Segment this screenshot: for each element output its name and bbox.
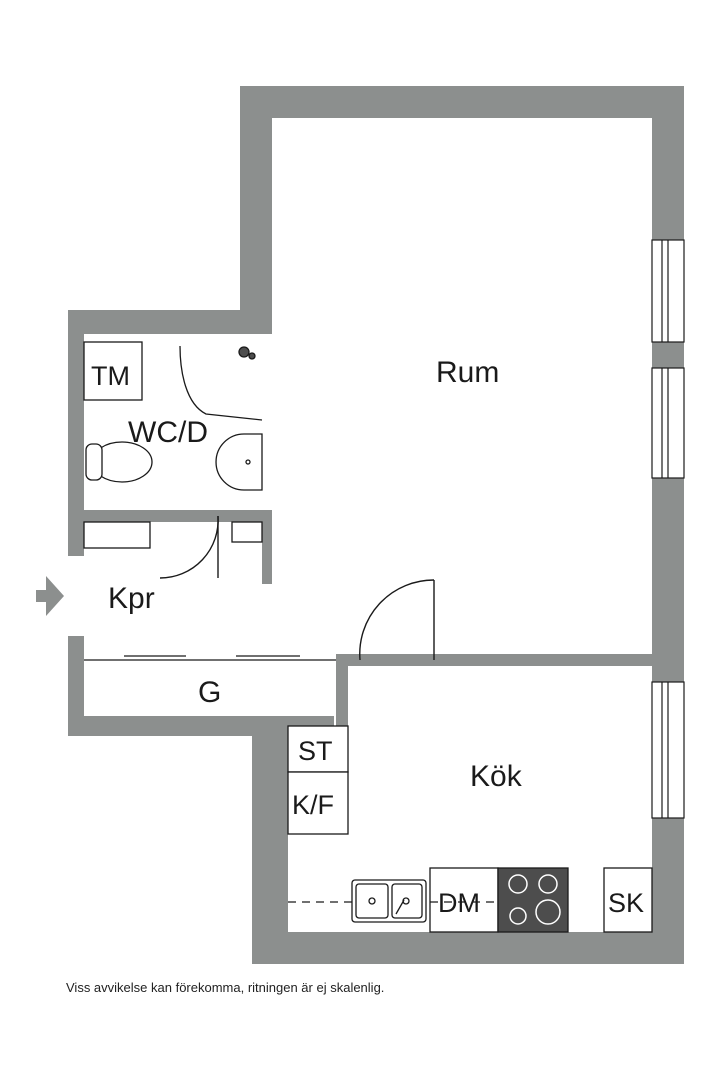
fixture-label-kf: K/F	[292, 790, 334, 820]
fixture-label-sk: SK	[608, 888, 644, 918]
washbasin-icon	[215, 433, 263, 491]
room-label-kpr: Kpr	[108, 582, 155, 615]
window-icon	[651, 239, 685, 819]
entrance-opening	[66, 556, 86, 636]
wardrobe-doors	[84, 655, 336, 661]
door-swing-icon	[159, 515, 435, 661]
room-label-rum: Rum	[436, 356, 499, 389]
disclaimer-text: Viss avvikelse kan förekomma, ritningen …	[66, 980, 385, 995]
fixture-label-st: ST	[298, 736, 333, 766]
room-label-wcd: WC/D	[128, 416, 208, 449]
shower-icon	[179, 345, 263, 421]
kf-box	[287, 771, 349, 835]
fixture-label-dm: DM	[438, 888, 480, 918]
room-interiors	[68, 118, 652, 932]
room-label-g: G	[198, 676, 221, 709]
entrance-arrow-icon	[36, 576, 64, 616]
room-label-kok: Kök	[470, 760, 523, 793]
st-box	[287, 725, 349, 773]
fixture-label-tm: TM	[91, 361, 130, 391]
kitchen-fixtures	[287, 725, 653, 933]
toilet-icon	[85, 441, 153, 483]
tm-box	[83, 341, 143, 401]
bathroom-fixtures	[83, 341, 263, 549]
stove-icon	[497, 867, 569, 933]
sink-icon	[351, 879, 427, 923]
